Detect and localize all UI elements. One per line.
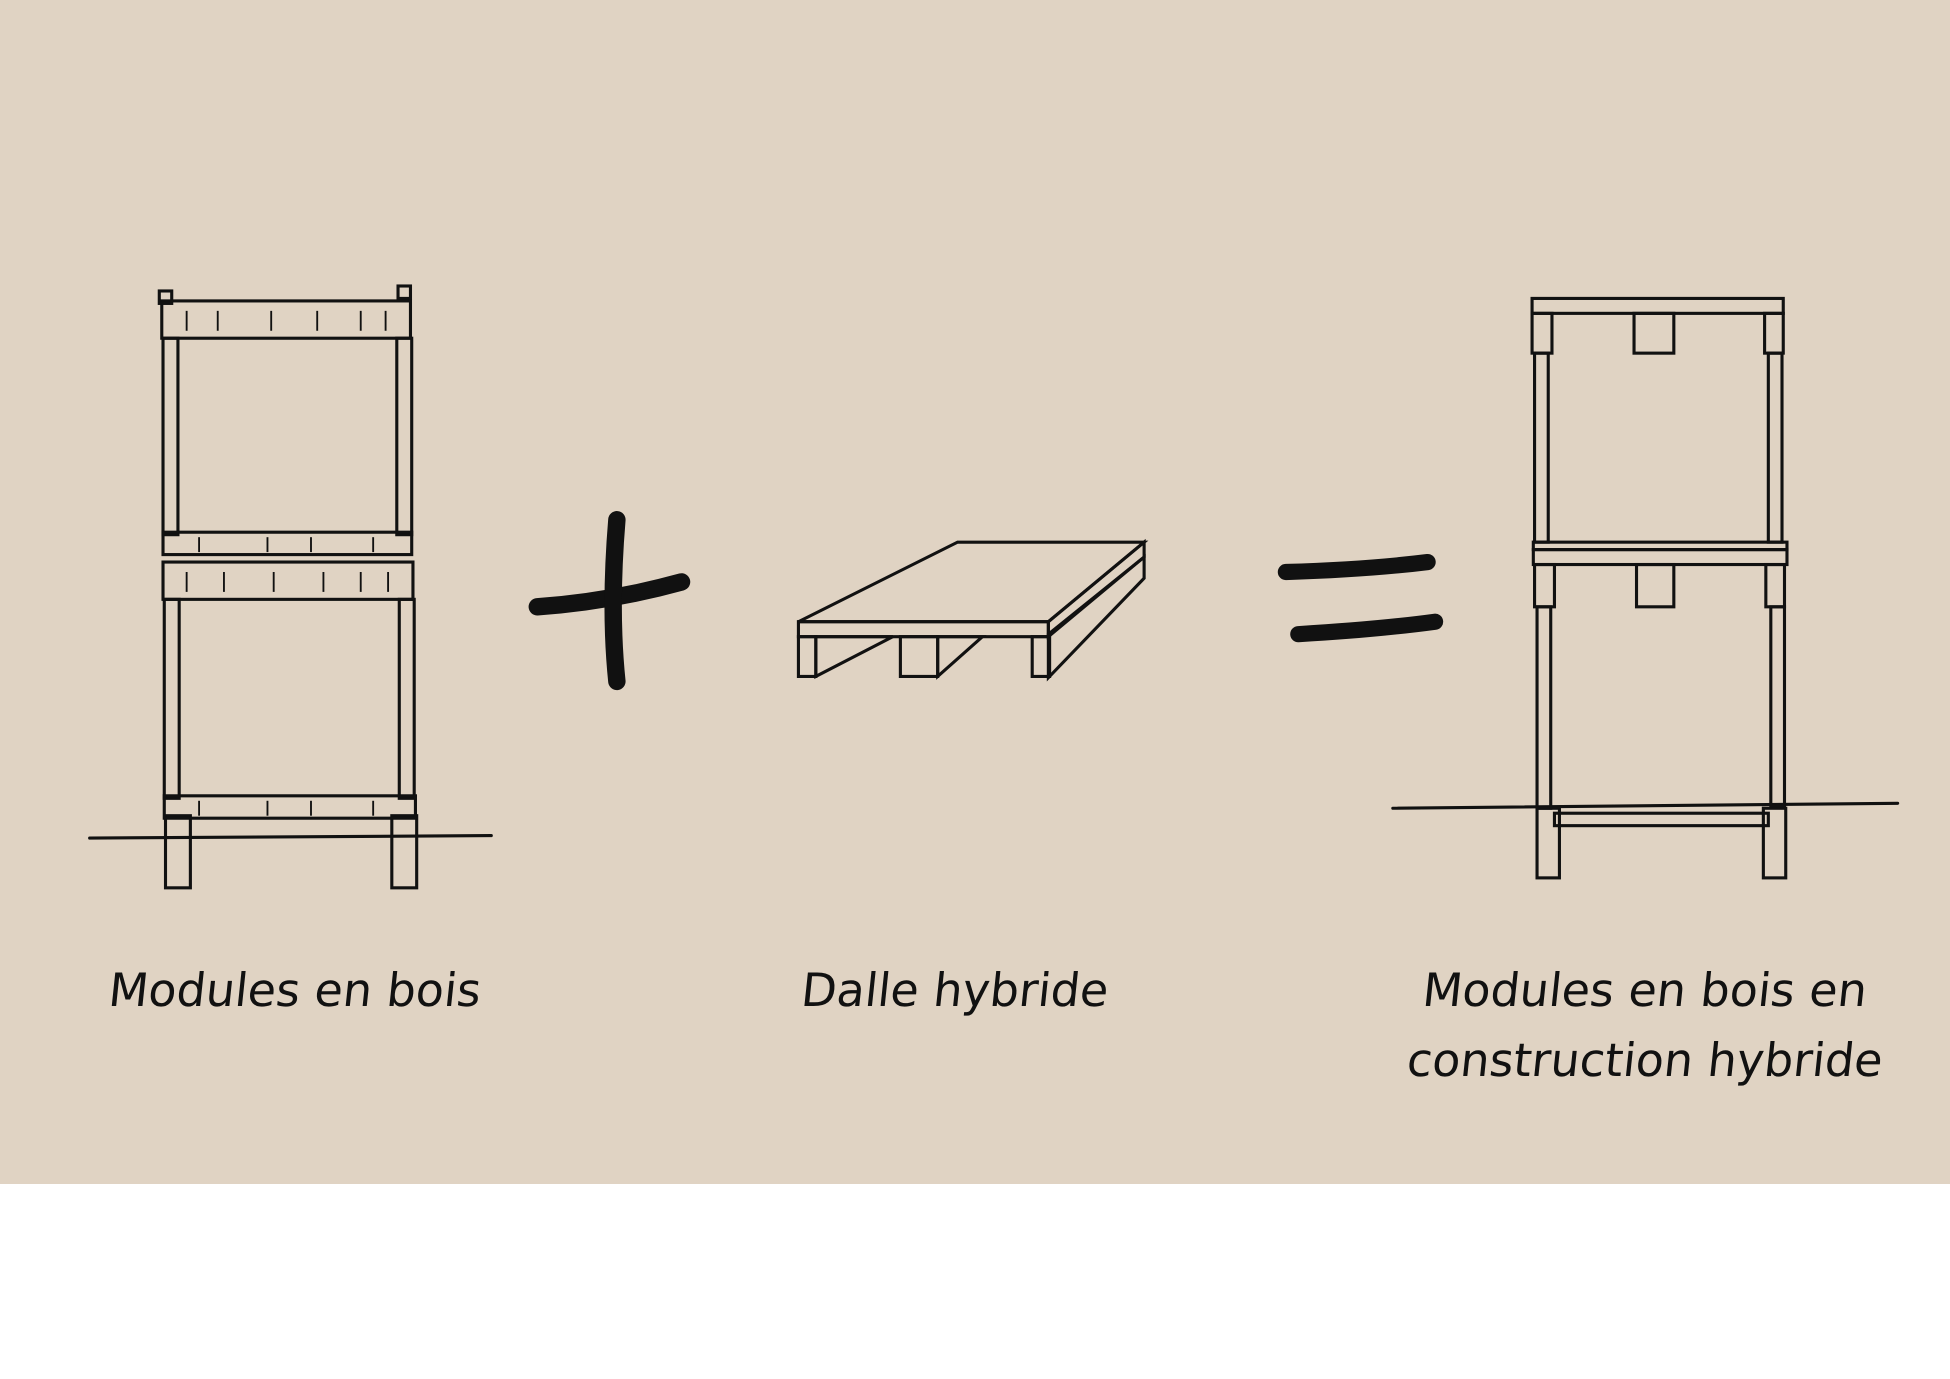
timber-modules-drawing — [88, 284, 493, 890]
hybrid-modules-drawing — [1391, 296, 1900, 880]
equals-sign — [1277, 553, 1444, 643]
beige-background — [0, 0, 1950, 1184]
plus-sign — [528, 511, 691, 691]
label-hybrid-modules-line2: construction hybride — [1404, 1033, 1886, 1087]
label-timber-modules: Modules en bois — [106, 963, 484, 1017]
label-hybrid-modules-line1: Modules en bois en — [1420, 963, 1870, 1017]
hybrid-slab-drawing — [796, 538, 1149, 682]
label-hybrid-slab: Dalle hybride — [798, 963, 1112, 1017]
